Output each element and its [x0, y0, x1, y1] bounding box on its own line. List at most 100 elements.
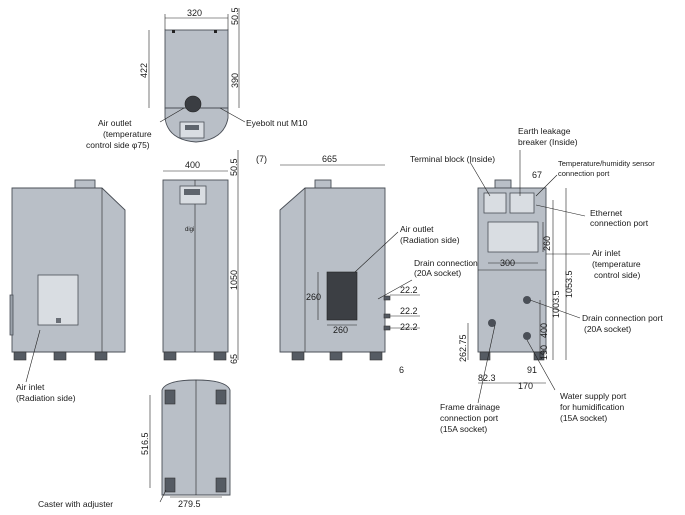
pipe-fitting — [383, 313, 391, 319]
left-side-body — [11, 187, 126, 353]
top-view-body — [164, 29, 229, 109]
left-side-view: Air inlet (Radiation side) — [9, 179, 126, 403]
pipe-fitting — [383, 295, 391, 301]
label-frame-drainage-1: Frame drainage — [440, 402, 500, 412]
label-eyebolt: Eyebolt nut M10 — [246, 118, 308, 128]
front-display — [184, 189, 200, 195]
caster-foot — [329, 351, 343, 361]
label-air-inlet-rad-2: (Radiation side) — [16, 393, 76, 403]
dim-rear-bottom3: 170 — [518, 381, 533, 391]
leader-line — [354, 231, 399, 273]
dim-rear-h1: 1003.5 — [551, 290, 561, 318]
dim-front-bottom: 65 — [229, 354, 239, 364]
dim-bottom-width: 279.5 — [178, 499, 201, 509]
label-air-inlet-temp-2: (temperature — [592, 259, 641, 269]
breaker-panel — [509, 192, 535, 214]
caster-foot — [13, 351, 27, 361]
leader-line — [535, 204, 586, 217]
top-duct — [74, 179, 96, 189]
label-temp-humidity-1: Temperature/humidity sensor — [558, 159, 655, 168]
front-view: digi 400 50.5 1050 65 — [162, 150, 239, 364]
label-water-supply-1: Water supply port — [560, 391, 627, 401]
dim-top-right-height: 390 — [230, 73, 240, 88]
dim-pipe1: 22.2 — [400, 285, 418, 295]
eyebolt-marker — [172, 30, 175, 33]
dim-rear-h3: 400 — [539, 323, 549, 338]
radiation-vent — [326, 271, 358, 321]
leader-line — [529, 299, 581, 319]
label-drain-left-2: (20A socket) — [414, 268, 461, 278]
rear-view: 67 260 300 1003.5 1053.5 400 190 262.75 … — [410, 126, 663, 434]
dim-front-height: 1050 — [229, 270, 239, 290]
label-drain-left-1: Drain connection port — [414, 258, 495, 268]
caster-wheel — [215, 389, 227, 405]
label-water-supply-2: for humidification — [560, 402, 625, 412]
label-air-inlet-rad-1: Air inlet — [16, 382, 45, 392]
grille-latch — [56, 318, 61, 323]
label-terminal-block: Terminal block (Inside) — [410, 154, 495, 164]
caster-foot — [479, 351, 491, 361]
caster-foot — [53, 351, 67, 361]
brand-logo: digi — [185, 227, 194, 233]
label-caster: Caster with adjuster — [38, 499, 113, 509]
dim-rear-bottom2: 91 — [527, 365, 537, 375]
control-display-top — [185, 125, 199, 130]
leader-line — [535, 174, 558, 197]
label-air-outlet-temp-3: control side φ75) — [86, 140, 150, 150]
dim-side-offset: (7) — [256, 154, 267, 164]
label-water-supply-3: (15A socket) — [560, 413, 607, 423]
dim-rear-width-top: 67 — [532, 170, 542, 180]
rear-access-panel — [487, 221, 539, 253]
label-air-outlet-temp-1: Air outlet — [98, 118, 132, 128]
label-earth-leakage-2: breaker (Inside) — [518, 137, 578, 147]
dim-rear-panel-width: 300 — [500, 258, 515, 268]
label-ethernet-2: connection port — [590, 218, 649, 228]
label-frame-drainage-2: connection port — [440, 413, 499, 423]
label-drain-right-1: Drain connection port — [582, 313, 663, 323]
dim-bottom-height: 516.5 — [140, 432, 150, 455]
leader-line — [25, 329, 41, 383]
caster-foot — [291, 351, 305, 361]
caster-foot — [163, 351, 177, 361]
label-frame-drainage-3: (15A socket) — [440, 424, 487, 434]
caster-foot — [94, 351, 108, 361]
leader-line — [219, 107, 246, 123]
leader-line — [377, 279, 413, 300]
caster-wheel — [164, 389, 176, 405]
pipe-fitting — [383, 325, 391, 331]
label-temp-humidity-2: connection port — [558, 169, 610, 178]
label-air-inlet-temp-1: Air inlet — [592, 248, 621, 258]
label-drain-right-2: (20A socket) — [584, 324, 631, 334]
dim-vent-width: 260 — [333, 325, 348, 335]
dim-pipe2: 22.2 — [400, 306, 418, 316]
leader-line — [477, 324, 496, 404]
air-outlet-opening — [184, 95, 202, 113]
air-inlet-grille — [37, 274, 79, 326]
caster-wheel — [215, 477, 227, 493]
label-air-outlet-rad-2: (Radiation side) — [400, 235, 460, 245]
leader-line — [469, 161, 491, 197]
caster-wheel — [164, 477, 176, 493]
label-air-inlet-temp-3: control side) — [594, 270, 640, 280]
dim-rear-h5: 262.75 — [458, 334, 468, 362]
dim-front-small: 50.5 — [229, 158, 239, 176]
dim-rear-h4: 190 — [539, 345, 549, 360]
right-side-view: (7) 665 260 260 22.2 22.2 22.2 6 Air out… — [256, 154, 495, 375]
top-view: 320 50.5 390 422 Air outlet (temperature… — [86, 7, 308, 150]
dim-vent-height: 260 — [306, 292, 321, 302]
front-body — [162, 179, 229, 353]
drain-port — [523, 296, 531, 304]
caster-foot — [213, 351, 227, 361]
eyebolt-marker — [214, 30, 217, 33]
side-connector — [9, 294, 14, 336]
dim-side-width: 665 — [322, 154, 337, 164]
dim-top-left-height: 422 — [139, 63, 149, 78]
top-duct — [314, 179, 332, 189]
frame-drain-port — [488, 319, 496, 327]
dim-front-width: 400 — [185, 160, 200, 170]
leader-line — [159, 107, 185, 123]
water-supply-port — [523, 332, 531, 340]
leader-line — [159, 489, 167, 503]
leader-line — [526, 339, 556, 391]
